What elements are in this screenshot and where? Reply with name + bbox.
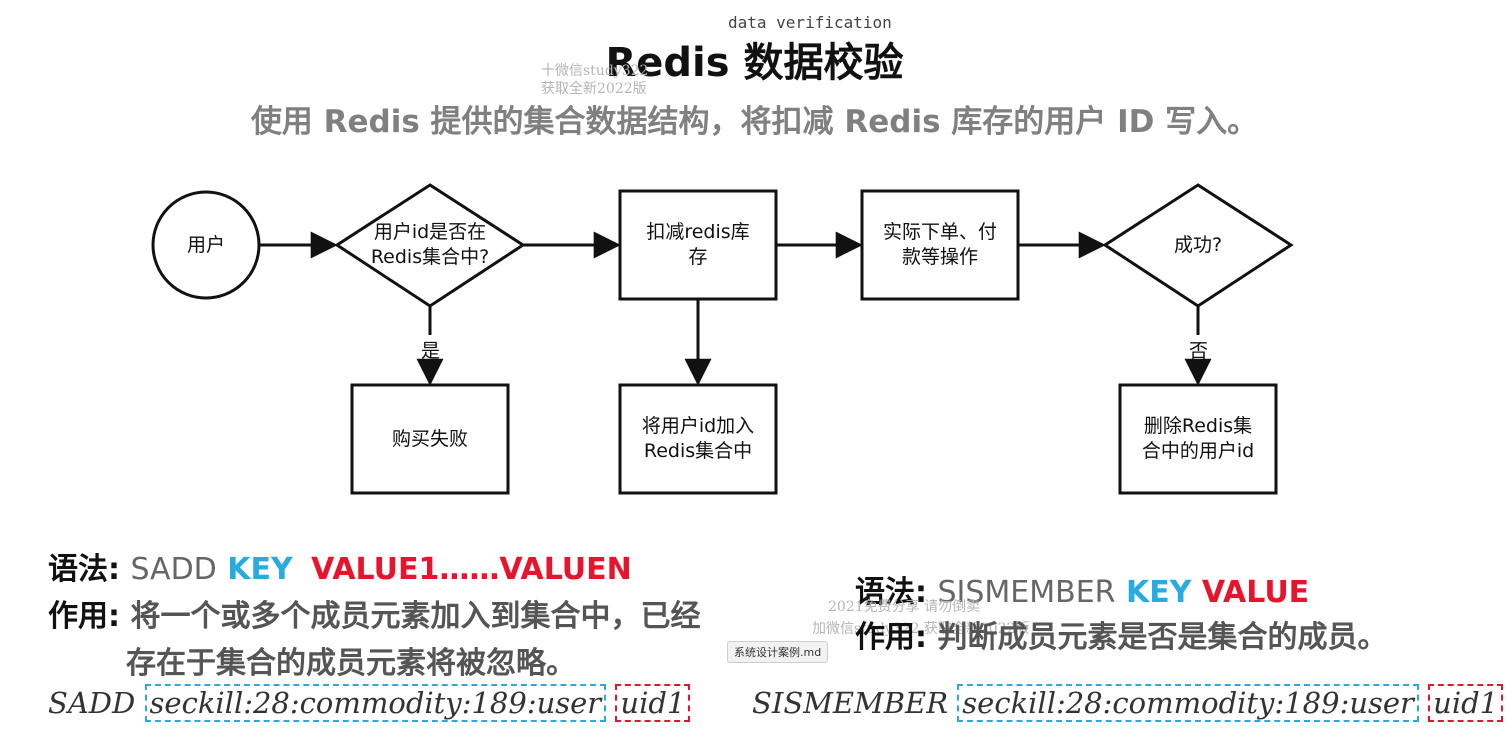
node-deduct-label: 扣减redis库 存 [646, 221, 750, 268]
watermark-1: 十微信study322 [541, 63, 649, 79]
page-subtitle: 使用 Redis 提供的集合数据结构，将扣减 Redis 库存的用户 ID 写入… [250, 104, 1259, 140]
sadd-effect-label: 作用: [48, 599, 120, 634]
sismember-syntax: 语法: SISMEMBER KEY VALUE [855, 567, 1309, 611]
node-add-label: 将用户id加入 Redis集合中 [641, 415, 755, 462]
sismember-example-key: seckill:28:commodity:189:user [957, 684, 1419, 722]
edge-label-no: 否 [1189, 340, 1209, 362]
sadd-effect: 作用: 将一个或多个成员元素加入到集合中，已经 [48, 591, 700, 635]
sismember-effect-label: 作用: [855, 620, 927, 655]
node-success-shape [1102, 183, 1294, 308]
watermark-3: 2021免费分享 请勿倒卖 [828, 599, 981, 615]
sadd-syntax: 语法: SADD KEY VALUE1……VALUEN [48, 544, 632, 588]
node-order-label: 实际下单、付 款等操作 [882, 221, 997, 268]
top-watermark: data verification [728, 13, 892, 32]
sismember-value: VALUE [1201, 575, 1310, 610]
sadd-key: KEY [227, 552, 293, 587]
edge-label-yes: 是 [421, 340, 441, 362]
sadd-effect-line1: 将一个或多个成员元素加入到集合中，已经 [130, 599, 701, 634]
sismember-effect: 作用: 判断成员元素是否是集合的成员。 [855, 612, 1387, 656]
file-tag[interactable]: 系统设计案例.md [727, 641, 829, 663]
sismember-example-value: uid1 [1428, 684, 1504, 722]
node-check-label: 用户id是否在 Redis集合中? [370, 221, 490, 268]
sadd-example-command: SADD [48, 686, 136, 720]
sadd-example: SADD seckill:28:commodity:189:user uid1 [48, 684, 691, 722]
page-title: Redis 数据校验 [605, 40, 904, 86]
node-success-label: 成功? [1173, 233, 1223, 256]
sismember-key: KEY [1125, 575, 1192, 610]
sadd-command: SADD [130, 552, 217, 587]
node-user-label: 用户 [186, 233, 225, 256]
sadd-syntax-label: 语法: [48, 552, 120, 587]
sismember-syntax-label: 语法: [855, 575, 927, 610]
watermark-4: 加微信study322 获取全新2022版 [812, 621, 1030, 637]
node-check-shape [334, 183, 526, 308]
watermark-2: 获取全新2022版 [541, 81, 647, 97]
sadd-example-value: uid1 [615, 684, 691, 722]
sismember-example: SISMEMBER seckill:28:commodity:189:user … [752, 684, 1504, 722]
sismember-command: SISMEMBER [937, 575, 1116, 610]
sadd-example-key: seckill:28:commodity:189:user [144, 684, 607, 722]
sismember-effect-text: 判断成员元素是否是集合的成员。 [937, 620, 1388, 655]
sismember-example-command: SISMEMBER [752, 686, 949, 720]
sadd-values: VALUE1……VALUEN [311, 552, 632, 587]
node-remove-label: 删除Redis集 合中的用户id [1141, 415, 1255, 462]
sadd-effect-line2: 存在于集合的成员元素将被忽略。 [126, 646, 576, 681]
node-fail-label: 购买失败 [391, 427, 468, 450]
